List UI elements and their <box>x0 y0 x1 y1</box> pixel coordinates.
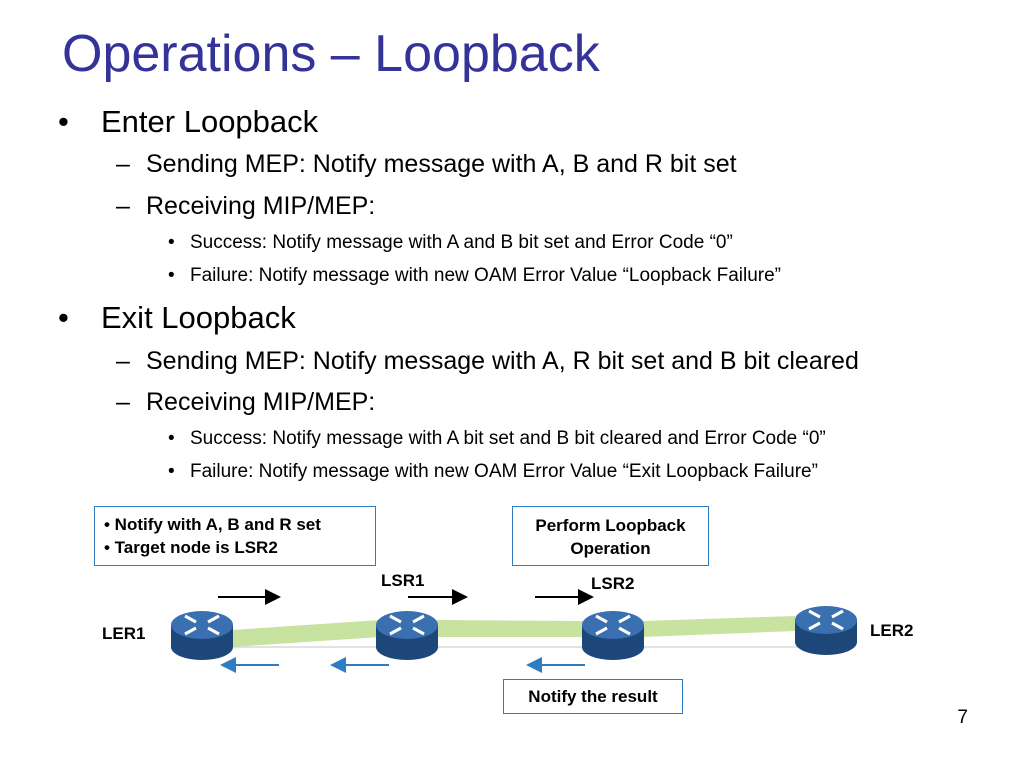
link-ler1-lsr1 <box>232 620 380 647</box>
bullet-text: Enter Loopback <box>101 104 319 139</box>
router-icon <box>376 611 438 660</box>
callout-notify-result: Notify the result <box>503 679 683 714</box>
bullet-text: Receiving MIP/MEP: <box>146 192 376 220</box>
dash-marker: – <box>116 388 130 416</box>
bullet-text: Sending MEP: Notify message with A, R bi… <box>146 347 859 375</box>
bullet-text: Receiving MIP/MEP: <box>146 388 376 416</box>
dash-marker: – <box>116 192 130 220</box>
callout-line: Operation <box>570 539 651 558</box>
router-icon <box>582 611 644 660</box>
bullet-marker: • <box>168 461 175 482</box>
callout-line: • Notify with A, B and R set <box>104 515 321 534</box>
link-lsr1-lsr2 <box>437 620 585 637</box>
bullet-text: Exit Loopback <box>101 300 296 335</box>
callout-notify: • Notify with A, B and R set • Target no… <box>94 506 376 566</box>
dash-marker: – <box>116 347 130 375</box>
callout-line: Notify the result <box>528 687 658 706</box>
label-ler2: LER2 <box>870 621 914 640</box>
bullet-text: Success: Notify message with A bit set a… <box>190 428 826 449</box>
bullet-marker: • <box>168 232 175 253</box>
label-ler1: LER1 <box>102 624 146 643</box>
bullet-marker: • <box>58 104 69 139</box>
page-number: 7 <box>957 707 968 728</box>
bullet-marker: • <box>168 428 175 449</box>
label-lsr2: LSR2 <box>591 574 635 593</box>
router-icon <box>171 611 233 660</box>
bullet-text: Sending MEP: Notify message with A, B an… <box>146 150 737 178</box>
callout-perform-loopback: Perform Loopback Operation <box>512 506 709 566</box>
bullet-marker: • <box>58 300 69 335</box>
callout-line: • Target node is LSR2 <box>104 538 278 557</box>
dash-marker: – <box>116 150 130 178</box>
label-lsr1: LSR1 <box>381 571 425 590</box>
bullet-text: Failure: Notify message with new OAM Err… <box>190 265 781 286</box>
router-icon <box>795 606 857 655</box>
bullet-text: Failure: Notify message with new OAM Err… <box>190 461 818 482</box>
page-title: Operations – Loopback <box>62 25 600 83</box>
bullet-text: Success: Notify message with A and B bit… <box>190 232 733 253</box>
bullet-marker: • <box>168 265 175 286</box>
callout-line: Perform Loopback <box>535 516 686 535</box>
link-lsr2-ler2 <box>643 616 795 637</box>
